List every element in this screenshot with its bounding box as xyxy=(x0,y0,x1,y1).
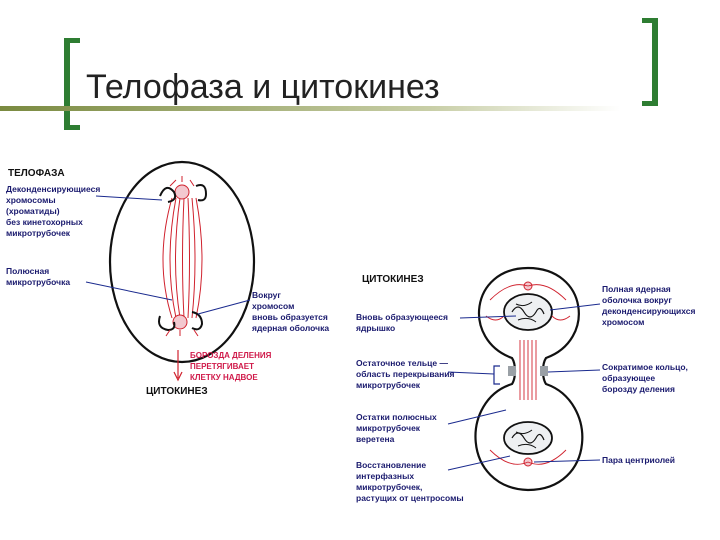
svg-text:Вновь образующееся: Вновь образующееся xyxy=(356,312,448,322)
svg-text:(хроматиды): (хроматиды) xyxy=(6,206,60,216)
label-residual-body: Остаточное тельце — область перекрывания… xyxy=(356,358,455,390)
contractile-ring xyxy=(508,366,548,376)
svg-text:хромосом: хромосом xyxy=(602,317,644,327)
svg-text:Полная ядерная: Полная ядерная xyxy=(602,284,671,294)
label-full-nuclear-envelope: Полная ядерная оболочка вокруг деконденс… xyxy=(602,284,696,327)
svg-text:без кинетохорных: без кинетохорных xyxy=(6,217,83,227)
svg-text:Остатки полюсных: Остатки полюсных xyxy=(356,412,437,422)
svg-text:хромосом: хромосом xyxy=(252,301,294,311)
svg-text:веретена: веретена xyxy=(356,434,395,444)
svg-text:Остаточное тельце —: Остаточное тельце — xyxy=(356,358,448,368)
svg-text:КЛЕТКУ НАДВОЕ: КЛЕТКУ НАДВОЕ xyxy=(190,373,258,382)
telophase-bottom-pole xyxy=(158,311,204,337)
svg-text:Восстановление: Восстановление xyxy=(356,460,426,470)
right-bracket-vertical xyxy=(652,18,658,106)
label-decondensing-chromosomes: Деконденсирующиеся хромосомы (хроматиды)… xyxy=(6,184,100,238)
svg-text:БОРОЗДА ДЕЛЕНИЯ: БОРОЗДА ДЕЛЕНИЯ xyxy=(190,351,272,360)
furrow-arrow xyxy=(173,350,183,382)
svg-text:микротрубочек,: микротрубочек, xyxy=(356,482,422,492)
cytokinesis-header: ЦИТОКИНЕЗ xyxy=(362,274,424,285)
svg-text:хромосомы: хромосомы xyxy=(6,195,56,205)
svg-text:Сократимое кольцо,: Сократимое кольцо, xyxy=(602,362,688,372)
svg-text:оболочка вокруг: оболочка вокруг xyxy=(602,295,672,305)
right-bracket-top xyxy=(642,18,658,23)
svg-text:микротрубочек: микротрубочек xyxy=(356,380,421,390)
left-bracket-vertical xyxy=(64,38,70,130)
svg-text:область перекрывания: область перекрывания xyxy=(356,369,455,379)
svg-text:Деконденсирующиеся: Деконденсирующиеся xyxy=(6,184,100,194)
svg-text:борозду деления: борозду деления xyxy=(602,384,675,394)
svg-text:вновь образуется: вновь образуется xyxy=(252,312,328,322)
svg-text:Пара центриолей: Пара центриолей xyxy=(602,455,675,465)
telophase-cell-membrane xyxy=(108,160,256,364)
cytokinesis-microtubules xyxy=(485,284,571,465)
svg-text:Полюсная: Полюсная xyxy=(6,266,49,276)
svg-text:интерфазных: интерфазных xyxy=(356,471,414,481)
telophase-top-pole xyxy=(159,176,208,203)
label-interphase-microtubules: Восстановление интерфазных микротрубочек… xyxy=(356,460,464,503)
bottom-daughter-nucleus xyxy=(503,421,553,467)
label-nuclear-envelope-forming: Вокруг хромосом вновь образуется ядерная… xyxy=(252,290,329,333)
svg-text:деконденсирующихся: деконденсирующихся xyxy=(602,306,696,316)
label-furrow: БОРОЗДА ДЕЛЕНИЯ ПЕРЕТЯГИВАЕТ КЛЕТКУ НАДВ… xyxy=(190,351,272,382)
label-new-nucleolus: Вновь образующееся ядрышко xyxy=(356,312,448,333)
left-bracket-top xyxy=(64,38,80,43)
label-centriole-pair: Пара центриолей xyxy=(602,455,675,465)
left-bracket-bottom xyxy=(64,125,80,130)
telophase-footer: ЦИТОКИНЕЗ xyxy=(146,386,208,397)
slide-title: Телофаза и цитокинез xyxy=(86,68,440,106)
svg-text:ядрышко: ядрышко xyxy=(356,323,395,333)
svg-text:образующее: образующее xyxy=(602,373,655,383)
label-spindle-remnants: Остатки полюсных микротрубочек веретена xyxy=(356,412,437,444)
right-bracket-bottom xyxy=(642,101,658,106)
top-daughter-nucleus xyxy=(503,281,553,331)
svg-text:микротрубочек: микротрубочек xyxy=(6,228,71,238)
label-polar-microtubule: Полюсная микротрубочка xyxy=(6,266,70,287)
svg-text:растущих от центросомы: растущих от центросомы xyxy=(356,493,464,503)
svg-text:ПЕРЕТЯГИВАЕТ: ПЕРЕТЯГИВАЕТ xyxy=(190,362,254,371)
svg-text:Вокруг: Вокруг xyxy=(252,290,281,300)
title-underline xyxy=(0,106,620,111)
svg-text:микротрубочек: микротрубочек xyxy=(356,423,421,433)
svg-text:микротрубочка: микротрубочка xyxy=(6,277,70,287)
label-contractile-ring: Сократимое кольцо, образующее борозду де… xyxy=(602,362,688,394)
cytokinesis-cell-membrane xyxy=(474,266,584,492)
telophase-spindle xyxy=(162,197,203,319)
telophase-header: ТЕЛОФАЗА xyxy=(8,168,65,179)
svg-text:ядерная оболочка: ядерная оболочка xyxy=(252,323,329,333)
